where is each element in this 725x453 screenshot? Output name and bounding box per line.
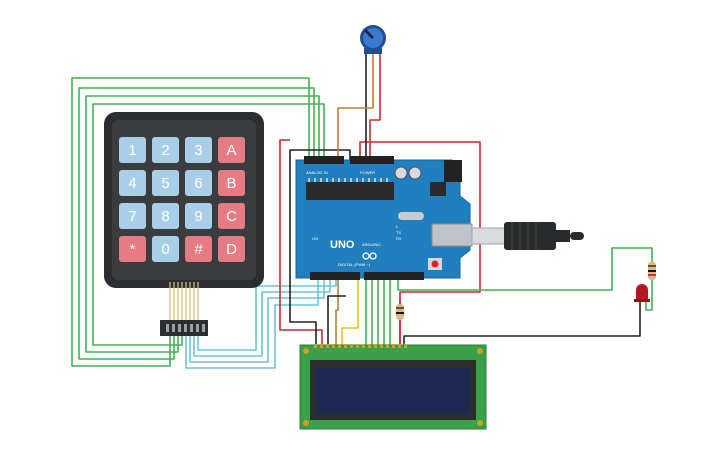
analog-header[interactable] [304, 156, 344, 164]
on-label: ON [312, 236, 318, 241]
wire-red-lcd[interactable] [279, 139, 323, 345]
keypad-key-label: 7 [128, 208, 136, 225]
keypad-key-label: 6 [194, 175, 202, 192]
usb-port [431, 223, 473, 247]
capacitor [394, 166, 408, 180]
keypad-key-label: * [130, 241, 136, 258]
keypad-key-9[interactable]: 9 [185, 203, 212, 229]
capacitor [408, 166, 422, 180]
power-jack [444, 160, 462, 182]
atmega-chip [306, 182, 394, 200]
power-label: POWER [360, 170, 375, 175]
digital-header-right[interactable] [364, 272, 424, 280]
keypad-key-7[interactable]: 7 [119, 203, 146, 229]
keypad-key-label: A [226, 142, 236, 159]
keypad-key-1[interactable]: 1 [119, 137, 146, 163]
keypad-key-label: 1 [128, 142, 136, 159]
keypad-connector [160, 282, 208, 336]
led-icon[interactable] [634, 284, 650, 302]
wire-green-1[interactable] [71, 77, 310, 367]
wire-green-2[interactable] [78, 87, 315, 360]
keypad-keys: 1 2 3 A 4 5 6 B 7 8 9 C * 0 # D [119, 137, 245, 262]
wire-blue-4[interactable] [197, 278, 337, 351]
wire-black-gnd2[interactable] [403, 300, 641, 345]
power-header[interactable] [350, 156, 394, 164]
wire-green-led[interactable] [397, 247, 653, 291]
wire-green-3[interactable] [85, 95, 320, 353]
keypad-key-B[interactable]: B [218, 170, 245, 196]
lcd-screen [316, 368, 470, 414]
wire-pot-red[interactable] [369, 52, 381, 160]
keypad-key-C[interactable]: C [218, 203, 245, 229]
keypad-key-3[interactable]: 3 [185, 137, 212, 163]
keypad-key-6[interactable]: 6 [185, 170, 212, 196]
keypad-key-0[interactable]: 0 [152, 236, 179, 262]
keypad-key-4[interactable]: 4 [119, 170, 146, 196]
wire-blue-2[interactable] [189, 278, 325, 363]
resistor-icon[interactable] [396, 304, 404, 320]
digital-header-left[interactable] [310, 272, 360, 280]
keypad-key-*[interactable]: * [119, 236, 146, 262]
keypad-key-label: 4 [128, 175, 136, 192]
wire-blue-1[interactable] [185, 278, 319, 369]
resistor-icon[interactable] [648, 262, 656, 280]
keypad-key-2[interactable]: 2 [152, 137, 179, 163]
potentiometer-icon[interactable] [360, 25, 386, 54]
keypad-key-5[interactable]: 5 [152, 170, 179, 196]
wire-black-gnd[interactable] [289, 149, 351, 345]
keypad-key-label: 2 [161, 142, 169, 159]
subbrand-label: ARDUINO [362, 242, 380, 247]
keypad-key-label: 3 [194, 142, 202, 159]
wire-black-rw[interactable] [327, 295, 346, 345]
l-label: L [396, 224, 399, 229]
keypad-key-8[interactable]: 8 [152, 203, 179, 229]
keypad[interactable]: 1 2 3 A 4 5 6 B 7 8 9 C * 0 # D [104, 112, 264, 288]
keypad-key-label: B [226, 175, 236, 192]
brand-label: UNO [330, 239, 355, 251]
wire-yellow-rs[interactable] [341, 278, 359, 345]
crystal [398, 212, 424, 220]
keypad-key-label: D [226, 241, 237, 258]
keypad-key-A[interactable]: A [218, 137, 245, 163]
wire-blue-3[interactable] [193, 278, 331, 357]
wire-pot-orange[interactable] [337, 52, 374, 160]
rx-label: RX [396, 236, 402, 241]
keypad-key-label: 5 [161, 175, 169, 192]
keypad-key-label: # [194, 241, 203, 258]
keypad-key-D[interactable]: D [218, 236, 245, 262]
arduino-uno-board[interactable]: UNO ARDUINO DIGITAL (PWM ~) ANALOG IN PO… [295, 156, 473, 280]
analog-label: ANALOG IN [306, 170, 328, 175]
wire-green-led2[interactable] [645, 280, 653, 311]
keypad-key-label: C [226, 208, 237, 225]
wire-green-4[interactable] [92, 103, 325, 346]
keypad-key-label: 9 [194, 208, 202, 225]
digital-label: DIGITAL (PWM ~) [338, 262, 371, 267]
tx-label: TX [396, 230, 401, 235]
keypad-key-#[interactable]: # [185, 236, 212, 262]
keypad-key-label: 8 [161, 208, 169, 225]
regulator [430, 182, 446, 196]
arduino-logo-icon [362, 252, 377, 260]
keypad-key-label: 0 [161, 241, 169, 258]
usb-cable-icon[interactable] [471, 222, 584, 250]
wires [71, 52, 653, 369]
lcd-16x2-display[interactable] [299, 344, 487, 430]
